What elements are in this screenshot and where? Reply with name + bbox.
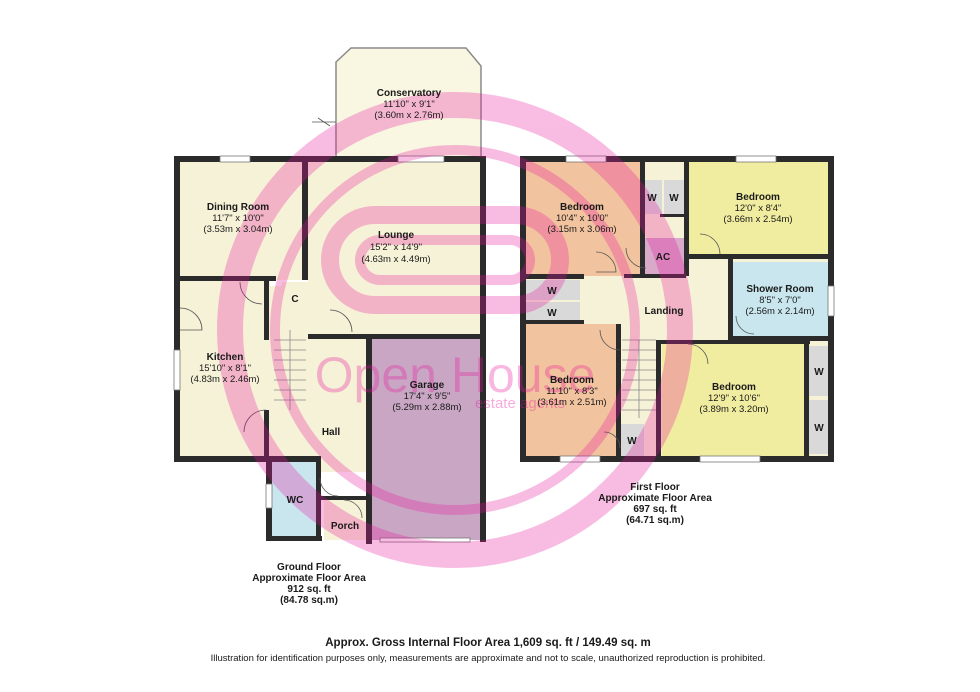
ground-stairs — [274, 330, 306, 410]
first-floor-sqft: 697 sq. ft — [633, 504, 677, 515]
wardrobe-left-2 — [524, 302, 580, 322]
ground-windows — [173, 155, 471, 543]
kitchen-metric: (4.83m x 2.46m) — [190, 374, 259, 385]
bedroom1-metric: (3.15m x 3.06m) — [547, 224, 616, 235]
bedroom2-metric: (3.66m x 2.54m) — [723, 214, 792, 225]
wardrobe-right-2-label: W — [814, 423, 824, 434]
porch-name: Porch — [331, 521, 359, 532]
first-floor-title: First Floor — [630, 482, 680, 493]
hall-area — [270, 286, 366, 472]
first-floor-sqm: (64.71 sq.m) — [626, 515, 684, 526]
cupboard-name: C — [291, 294, 298, 305]
bedroom2-name: Bedroom — [736, 192, 780, 203]
first-windows — [559, 155, 835, 463]
gross-area-total: Approx. Gross Internal Floor Area 1,609 … — [325, 637, 651, 649]
garage-imperial: 17'4" x 9'5" — [404, 391, 451, 402]
bedroom3-metric: (3.61m x 2.51m) — [537, 397, 606, 408]
disclaimer-text: Illustration for identification purposes… — [211, 653, 766, 664]
wardrobe-top-2-label: W — [669, 193, 679, 204]
bedroom-2 — [686, 160, 830, 256]
bedroom1-imperial: 10'4" x 10'0" — [556, 213, 608, 224]
ground-floor-summary: Ground Floor Approximate Floor Area 912 … — [252, 562, 366, 606]
ground-doors — [179, 117, 363, 519]
wardrobe-left-1-label: W — [547, 286, 557, 297]
conservatory-metric: (3.60m x 2.76m) — [374, 110, 443, 121]
shower-metric: (2.56m x 2.14m) — [745, 306, 814, 317]
ground-floor-title: Ground Floor — [277, 562, 341, 573]
wc-name: WC — [287, 495, 304, 506]
bedroom-4 — [662, 342, 810, 458]
room-labels: Conservatory 11'10" x 9'1" (3.60m x 2.76… — [190, 88, 824, 532]
wardrobe-top-2 — [664, 180, 684, 214]
wardrobe-bottom-label: W — [627, 436, 637, 447]
kitchen-room — [178, 280, 270, 458]
hall-name: Hall — [322, 427, 341, 438]
bedroom4-name: Bedroom — [712, 382, 756, 393]
ground-floor-sqft: 912 sq. ft — [287, 584, 331, 595]
bedroom-3 — [524, 324, 620, 458]
ac-name: AC — [656, 252, 670, 263]
lounge-imperial: 15'2" x 14'9" — [370, 242, 422, 253]
wardrobe-right-2 — [808, 400, 830, 454]
ground-floor-plan — [173, 47, 486, 544]
bedroom2-imperial: 12'0" x 8'4" — [735, 203, 782, 214]
wardrobe-left-2-label: W — [547, 308, 557, 319]
shower-room — [732, 262, 830, 338]
bedroom4-imperial: 12'9" x 10'6" — [708, 393, 760, 404]
dining-imperial: 11'7" x 10'0" — [212, 213, 263, 224]
first-floor-subtitle: Approximate Floor Area — [598, 493, 712, 504]
first-floor-plan — [520, 155, 835, 463]
bedroom1-name: Bedroom — [560, 202, 604, 213]
first-doors — [595, 233, 755, 449]
kitchen-name: Kitchen — [207, 352, 244, 363]
conservatory-imperial: 11'10" x 9'1" — [383, 99, 434, 110]
bedroom4-metric: (3.89m x 3.20m) — [699, 404, 768, 415]
garage-room — [372, 338, 484, 540]
watermark-logo — [217, 92, 693, 568]
first-floor-summary: First Floor Approximate Floor Area 697 s… — [598, 482, 712, 526]
dining-room — [178, 160, 308, 280]
wc-room — [272, 462, 316, 536]
ground-floor-sqm: (84.78 sq.m) — [280, 595, 338, 606]
garage-name: Garage — [410, 380, 445, 391]
porch-room — [324, 500, 370, 540]
first-stairs — [622, 339, 656, 418]
wardrobe-right-1-label: W — [814, 367, 824, 378]
bedroom-1 — [524, 160, 642, 276]
shower-name: Shower Room — [746, 284, 813, 295]
wardrobe-left-1 — [524, 280, 580, 300]
bedroom3-name: Bedroom — [550, 375, 594, 386]
kitchen-imperial: 15'10" x 8'1" — [199, 363, 251, 374]
cupboard-c — [282, 282, 308, 314]
dining-metric: (3.53m x 3.04m) — [203, 224, 272, 235]
lounge-name: Lounge — [378, 230, 415, 241]
garage-metric: (5.29m x 2.88m) — [392, 402, 461, 413]
bedroom3-imperial: 11'10" x 8'3" — [546, 386, 597, 397]
wardrobe-top-1 — [642, 180, 662, 214]
ac-cupboard — [642, 238, 684, 274]
ground-walls — [174, 156, 486, 544]
watermark-brand: Open House — [315, 347, 596, 403]
watermark-sub: estate agents — [475, 395, 565, 412]
lounge-metric: (4.63m x 4.49m) — [361, 254, 430, 265]
wardrobe-top-1-label: W — [647, 193, 657, 204]
conservatory-name: Conservatory — [377, 88, 442, 99]
dining-name: Dining Room — [207, 202, 269, 213]
wardrobe-bottom — [620, 424, 644, 456]
shower-imperial: 8'5" x 7'0" — [759, 295, 801, 306]
wardrobe-right-1 — [808, 346, 830, 396]
ground-floor-subtitle: Approximate Floor Area — [252, 573, 366, 584]
landing-name: Landing — [645, 306, 684, 317]
